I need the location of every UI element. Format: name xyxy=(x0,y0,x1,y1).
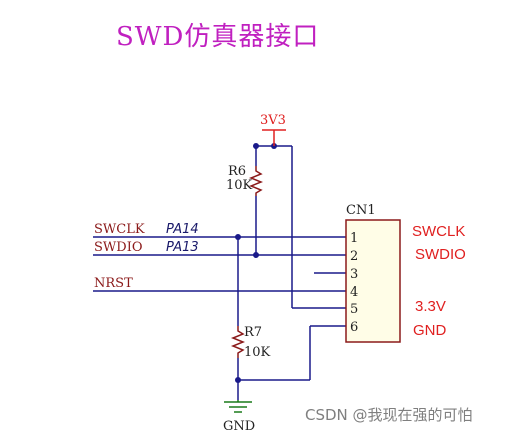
junction-dot xyxy=(253,143,259,149)
r6-resistor-symbol xyxy=(248,166,264,196)
connector-pin-5: 5 xyxy=(350,302,358,317)
ground-symbol xyxy=(224,400,252,413)
r7-ref: R7 xyxy=(244,325,262,340)
r7-resistor-symbol xyxy=(230,326,246,358)
r7-value: 10K xyxy=(244,345,271,360)
wires xyxy=(93,145,346,400)
note-swdio: SWDIO xyxy=(415,246,466,263)
note-swclk: SWCLK xyxy=(412,223,465,240)
junction-dot xyxy=(235,377,241,383)
diagram-title: SWD仿真器接口 xyxy=(116,22,320,52)
power-symbol: 3V3 xyxy=(260,113,286,146)
connector-pin-1: 1 xyxy=(350,231,358,246)
net-label-nrst: NRST xyxy=(94,276,133,291)
net-label-swclk: SWCLK xyxy=(94,222,145,237)
junction-dot xyxy=(235,234,241,240)
r6-value: 10K xyxy=(226,178,253,193)
note-gnd: GND xyxy=(413,322,447,339)
power-label: 3V3 xyxy=(260,113,286,128)
note-3v3: 3.3V xyxy=(415,298,446,315)
pin-label-pa14: PA14 xyxy=(166,222,199,237)
net-label-swdio: SWDIO xyxy=(94,240,142,255)
r6-ref: R6 xyxy=(228,164,246,179)
ground-label: GND xyxy=(223,419,255,434)
connector-cn1-body xyxy=(345,219,401,343)
junctions xyxy=(235,143,277,383)
watermark: CSDN @我现在强的可怕 xyxy=(305,406,473,424)
connector-ref: CN1 xyxy=(346,203,376,218)
connector-pin-6: 6 xyxy=(350,320,358,335)
pin-label-pa13: PA13 xyxy=(166,240,199,255)
connector-pin-2: 2 xyxy=(350,249,358,264)
connector-pin-3: 3 xyxy=(350,267,358,282)
connector-pin-4: 4 xyxy=(350,285,358,300)
junction-dot xyxy=(253,252,259,258)
